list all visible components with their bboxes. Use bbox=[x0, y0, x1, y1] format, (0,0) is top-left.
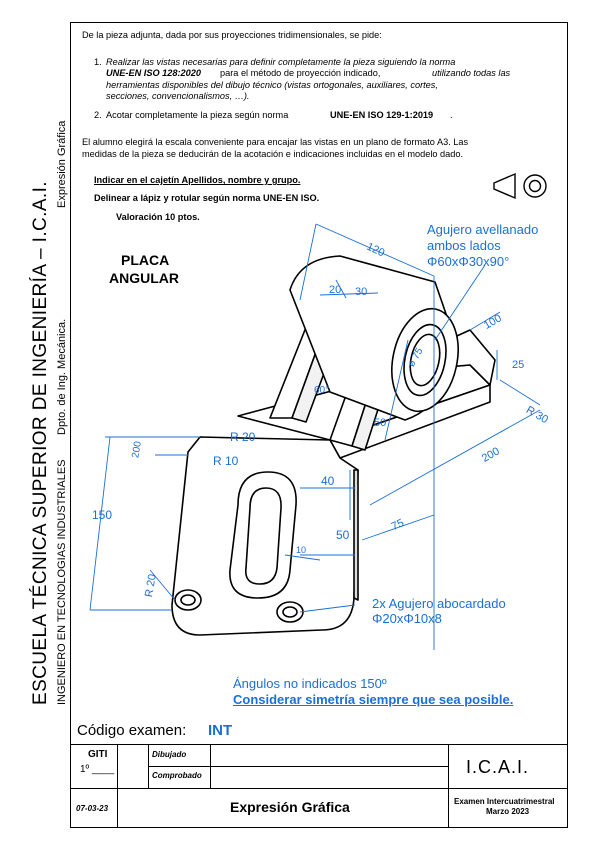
dim-r10: R 10 bbox=[213, 454, 239, 468]
scale-note-1: El alumno elegirá la escala conveniente … bbox=[82, 137, 469, 147]
dim-r20-top: R 20 bbox=[230, 430, 256, 444]
exam-code: INT bbox=[208, 722, 233, 739]
instruction-name: Indicar en el cajetín Apellidos, nombre … bbox=[94, 175, 301, 185]
dim-150: 150 bbox=[92, 508, 113, 522]
intro-text: De la pieza adjunta, dada por sus proyec… bbox=[82, 30, 382, 40]
task2-number: 2. bbox=[94, 110, 102, 120]
note-countersunk-hole-3: Φ60xΦ30x90° bbox=[427, 254, 510, 269]
note-symmetry: Considerar simetría siempre que sea posi… bbox=[233, 692, 514, 707]
task1-text-e: secciones, convencionalismos, …). bbox=[106, 91, 250, 101]
part-name-1: PLACA bbox=[121, 252, 170, 268]
instruction-pencil: Delinear a lápiz y rotular según norma U… bbox=[94, 193, 320, 203]
task1-norm: UNE-EN ISO 128:2020 bbox=[106, 68, 201, 78]
note-countersunk-hole-1: Agujero avellanado bbox=[427, 222, 539, 237]
dim-40: 40 bbox=[321, 474, 335, 488]
tb-giti: GITI bbox=[88, 749, 108, 760]
note-angles: Ángulos no indicados 150º bbox=[233, 676, 387, 691]
tb-date: 07-03-23 bbox=[76, 804, 109, 813]
part-name-2: ANGULAR bbox=[109, 270, 179, 286]
dim-10: 10 bbox=[296, 545, 307, 555]
instruction-score: Valoración 10 ptos. bbox=[116, 212, 200, 222]
scale-note-2: medidas de la pieza se deducirán de la a… bbox=[82, 149, 464, 159]
task1-number: 1. bbox=[94, 57, 102, 67]
task2-text: Acotar completamente la pieza según norm… bbox=[106, 110, 289, 120]
task2-norm: UNE-EN ISO 129-1:2019 bbox=[330, 110, 434, 120]
note-counterbore-1: 2x Agujero abocardado bbox=[372, 596, 506, 611]
tb-exam-b: Marzo 2023 bbox=[486, 807, 530, 816]
task1-text-b: para el método de proyección indicado, bbox=[220, 68, 381, 78]
task1-text-c: utilizando todas las bbox=[432, 68, 511, 78]
task2-end: . bbox=[450, 110, 453, 120]
dimension-lines bbox=[89, 223, 541, 650]
dim-60-deg: 60° bbox=[314, 385, 330, 396]
task1-text-d: herramientas disponibles del dibujo técn… bbox=[106, 80, 438, 90]
part-body bbox=[171, 255, 496, 636]
dim-20-top: 20 bbox=[329, 284, 342, 296]
drawing-sheet bbox=[70, 22, 568, 828]
tb-checked: Comprobado bbox=[152, 771, 202, 780]
exam-code-label: Código examen: bbox=[77, 722, 187, 739]
projection-method-symbol bbox=[493, 172, 547, 200]
dim-50-vert: 50 bbox=[374, 417, 387, 429]
note-countersunk-hole-2: ambos lados bbox=[427, 238, 501, 253]
note-counterbore-2: Φ20xΦ10x8 bbox=[372, 611, 442, 626]
dim-30: 30 bbox=[355, 286, 368, 298]
tb-title: Expresión Gráfica bbox=[230, 799, 350, 815]
dim-50: 50 bbox=[336, 528, 350, 542]
task1-text-a: Realizar las vistas necesarias para defi… bbox=[106, 57, 456, 67]
tb-year: 1º ____ bbox=[80, 764, 115, 775]
tb-org: I.C.A.I. bbox=[466, 757, 530, 777]
tb-exam-a: Examen Intercuatrimestral bbox=[454, 797, 555, 806]
dim-25: 25 bbox=[512, 359, 525, 371]
tb-drawn: Dibujado bbox=[152, 750, 187, 759]
